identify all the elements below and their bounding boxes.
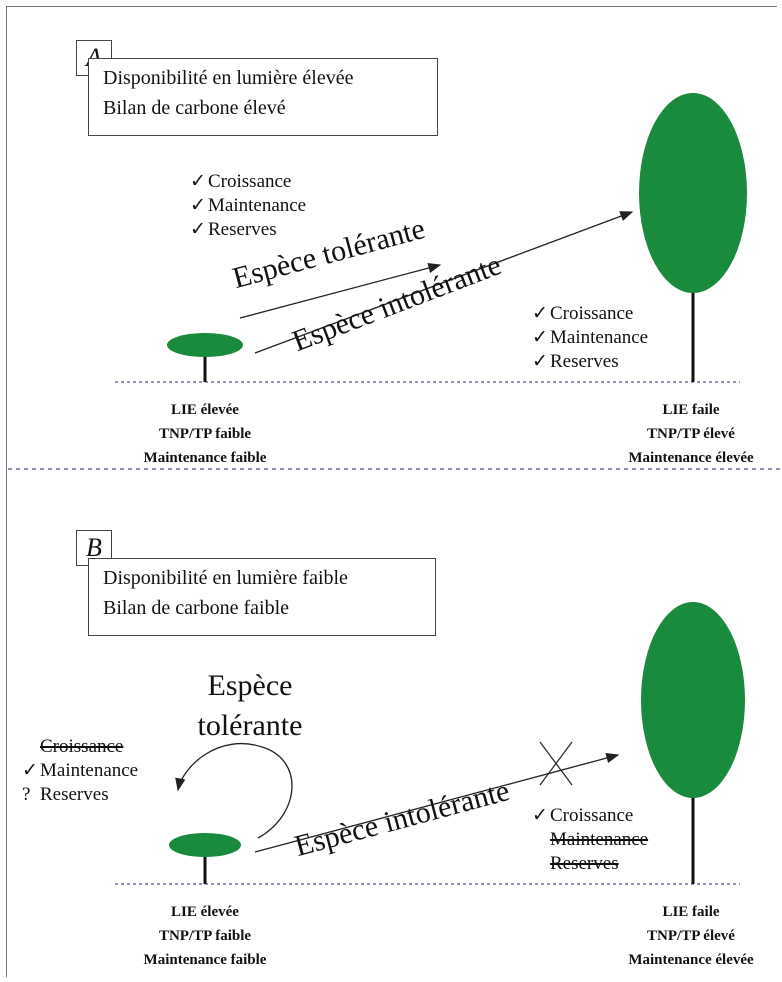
checklist-item: Croissance — [22, 735, 138, 759]
check-mark: ✓ — [532, 351, 548, 372]
tolerant-checklist-a: ✓Croissance ✓Maintenance ✓Reserves — [190, 170, 306, 242]
checklist-text: Maintenance — [550, 327, 649, 348]
label-maintenance: Maintenance élevée — [628, 952, 754, 968]
checklist-item: ✓Reserves — [190, 218, 306, 242]
small-tree-labels-b: LIE élevée TNP/TP faible Maintenance fai… — [105, 900, 305, 972]
intolerant-checklist-b: ✓Croissance Maintenance Reserves — [532, 804, 648, 876]
checklist-item: Reserves — [532, 852, 648, 876]
small-tree-crown-b — [169, 833, 241, 857]
label-lie: LIE élevée — [171, 402, 239, 418]
check-mark: ✓ — [190, 195, 206, 216]
checklist-text: Croissance — [550, 303, 634, 324]
label-maintenance: Maintenance élevée — [628, 450, 754, 466]
checklist-text: Maintenance — [40, 760, 139, 781]
label-lie: LIE faile — [662, 402, 720, 418]
label-tnp: TNP/TP faible — [158, 928, 252, 944]
checklist-text-struck: Croissance — [40, 736, 124, 757]
label-maintenance: Maintenance faible — [143, 952, 267, 968]
circular-arrow-b — [175, 742, 293, 839]
checklist-text: Reserves — [550, 351, 619, 372]
intolerant-checklist-a: ✓Croissance ✓Maintenance ✓Reserves — [532, 302, 648, 374]
question-mark: ? — [22, 784, 31, 805]
check-mark: ✓ — [190, 171, 206, 192]
condition-light-b: Disponibilité en lumière faible — [103, 567, 348, 589]
checklist-text: Croissance — [550, 805, 634, 826]
checklist-text: Maintenance — [208, 195, 307, 216]
checklist-item: ✓Maintenance — [22, 759, 138, 783]
small-tree-crown-a — [167, 333, 243, 357]
checklist-item: ✓Maintenance — [190, 194, 306, 218]
checklist-item: ✓Croissance — [532, 302, 648, 326]
cross-mark-b-2 — [539, 741, 573, 786]
check-mark: ✓ — [22, 760, 38, 781]
tolerant-title-line1: Espèce — [207, 669, 293, 702]
label-tnp: TNP/TP élevé — [647, 426, 735, 442]
tolerant-checklist-b: Croissance ✓Maintenance ? Reserves — [22, 735, 138, 807]
arrow-tolerant-a — [239, 262, 442, 319]
large-tree-labels-b: LIE faile TNP/TP élevé Maintenance élevé… — [600, 900, 782, 972]
checklist-text-struck: Reserves — [550, 853, 619, 874]
condition-light-a: Disponibilité en lumière élevée — [103, 67, 354, 89]
checklist-item: ✓Maintenance — [532, 326, 648, 350]
label-lie: LIE faile — [662, 904, 720, 920]
checklist-text: Croissance — [208, 171, 292, 192]
label-maintenance: Maintenance faible — [143, 450, 267, 466]
checklist-item: ✓Reserves — [532, 350, 648, 374]
large-tree-labels-a: LIE faile TNP/TP élevé Maintenance élevé… — [600, 398, 782, 470]
arrow-intolerant-b — [254, 752, 620, 853]
checklist-text: Reserves — [40, 784, 109, 805]
checklist-item: ✓Croissance — [190, 170, 306, 194]
arrow-intolerant-a — [254, 211, 634, 354]
large-tree-crown-b — [641, 602, 745, 798]
large-tree-crown-a — [639, 93, 747, 293]
conditions-box-b: Disponibilité en lumière faible Bilan de… — [88, 558, 436, 636]
tolerant-title-b: Espèce tolérante — [160, 666, 340, 746]
small-tree-labels-a: LIE élevée TNP/TP faible Maintenance fai… — [105, 398, 305, 470]
condition-carbon-b: Bilan de carbone faible — [103, 597, 290, 619]
condition-carbon-a: Bilan de carbone élevé — [103, 97, 286, 119]
checklist-text: Reserves — [208, 219, 277, 240]
label-tnp: TNP/TP élevé — [647, 928, 735, 944]
label-lie: LIE élevée — [171, 904, 239, 920]
checklist-item: ? Reserves — [22, 783, 138, 807]
check-mark: ✓ — [532, 303, 548, 324]
conditions-box-a: Disponibilité en lumière élevée Bilan de… — [88, 58, 438, 136]
checklist-text-struck: Maintenance — [550, 829, 649, 850]
checklist-item: ✓Croissance — [532, 804, 648, 828]
check-mark: ✓ — [532, 327, 548, 348]
label-tnp: TNP/TP faible — [158, 426, 252, 442]
tolerant-title-line2: tolérante — [197, 709, 303, 742]
check-mark: ✓ — [532, 805, 548, 826]
figure-frame — [6, 6, 777, 977]
check-mark: ✓ — [190, 219, 206, 240]
checklist-item: Maintenance — [532, 828, 648, 852]
